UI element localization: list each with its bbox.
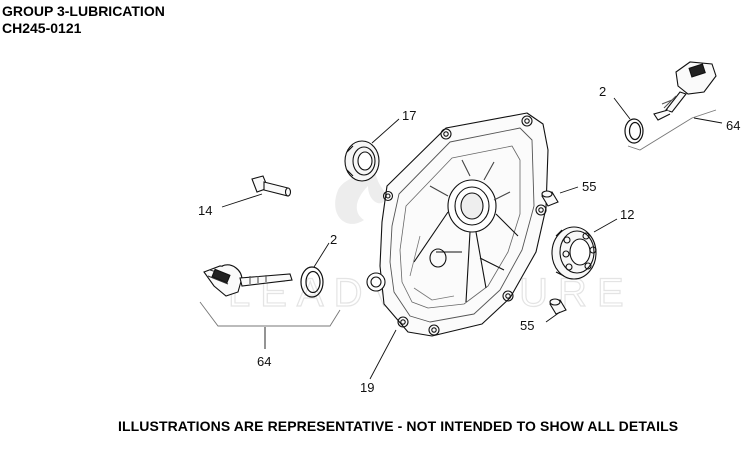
o-ring-top[interactable] [624,118,644,144]
dowel-pin-top[interactable] [541,190,559,207]
callout-55-top: 55 [582,179,596,194]
dowel-pin-bottom[interactable] [549,298,567,315]
callout-19: 19 [360,380,374,395]
crankcase-cover[interactable] [366,112,549,337]
callouts: 17 2 64 14 2 55 12 55 64 19 [198,84,740,395]
ball-bearing[interactable] [551,226,597,280]
oil-seal[interactable] [344,140,380,182]
callout-2-left: 2 [330,232,337,247]
dipstick-left-bracket [199,301,341,327]
callout-2-top: 2 [599,84,606,99]
dipstick-top-bracket [627,109,717,151]
dipstick-left[interactable] [203,264,293,297]
diagram-header: GROUP 3-LUBRICATION CH245-0121 [2,3,165,37]
callout-55-bottom: 55 [520,318,534,333]
callout-14: 14 [198,203,212,218]
group-title: GROUP 3-LUBRICATION [2,3,165,19]
callout-64-top: 64 [726,118,740,133]
callout-64-bottom: 64 [257,354,271,369]
o-ring-left[interactable] [300,266,324,298]
dipstick-top[interactable] [653,61,717,121]
callout-17: 17 [402,108,416,123]
disclaimer-note: ILLUSTRATIONS ARE REPRESENTATIVE - NOT I… [118,418,679,434]
part-code: CH245-0121 [2,20,82,36]
leader-lines [221,97,723,380]
callout-12: 12 [620,207,634,222]
bolt[interactable] [251,175,292,197]
